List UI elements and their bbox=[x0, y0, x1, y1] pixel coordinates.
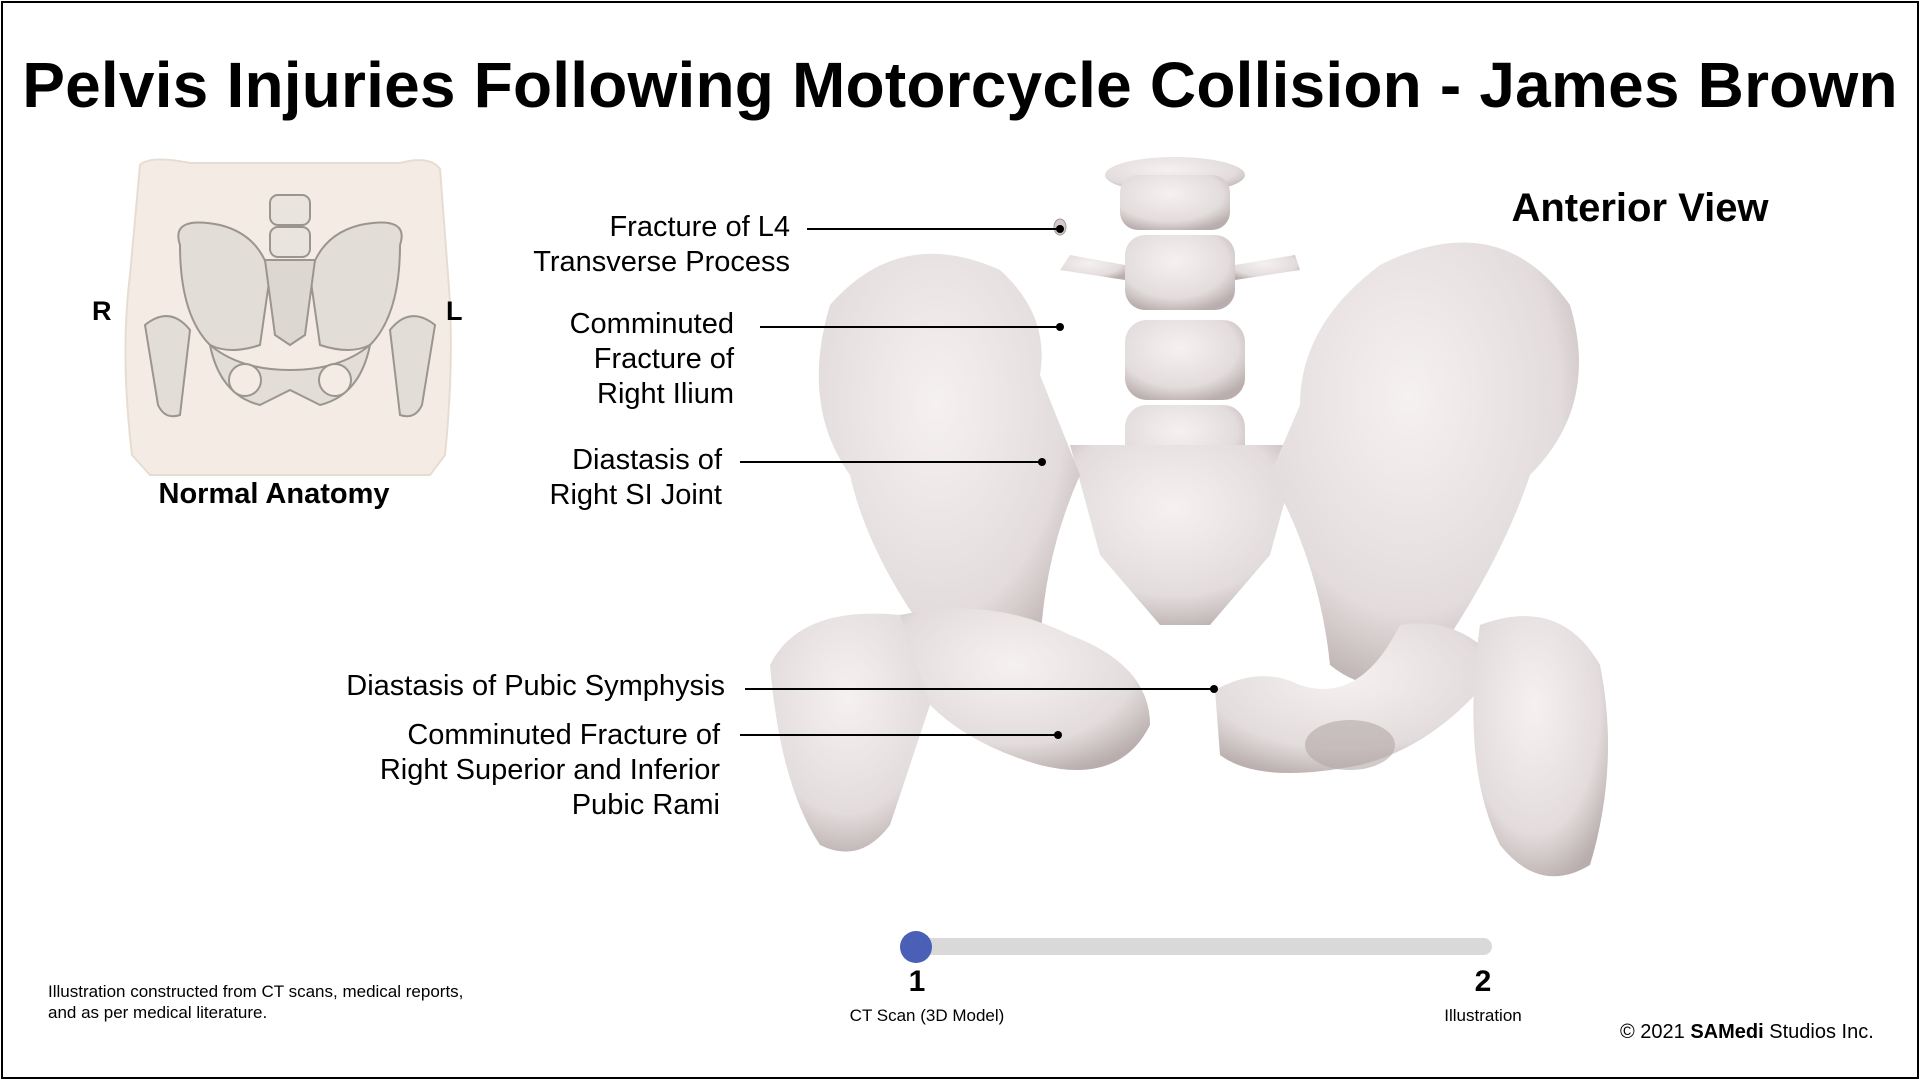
right-acetabulum-femur bbox=[770, 613, 940, 852]
slider-step-1-number[interactable]: 1 bbox=[908, 965, 926, 998]
lumbar-vertebra bbox=[269, 194, 311, 226]
l4-transverse-process bbox=[1235, 255, 1300, 280]
right-ilium bbox=[818, 253, 1080, 686]
callout-line: Pubic Rami bbox=[571, 789, 720, 821]
normal-anatomy-caption: Normal Anatomy bbox=[158, 478, 390, 510]
page-title: Pelvis Injuries Following Motorcycle Col… bbox=[22, 49, 1898, 121]
callout-l4-transverse-process: Fracture of L4 Transverse Process bbox=[470, 210, 790, 280]
copyright-prefix: © 2021 bbox=[1620, 1021, 1691, 1043]
callout-right-si-joint: Diastasis of Right SI Joint bbox=[470, 443, 722, 513]
normal-anatomy-illustration bbox=[124, 158, 452, 476]
l4-transverse-process bbox=[1060, 255, 1125, 280]
left-pubic-rami bbox=[1215, 623, 1500, 773]
right-side-label: R bbox=[92, 296, 112, 326]
femur-right bbox=[143, 315, 192, 418]
iliac-wing-left bbox=[308, 221, 403, 351]
view-slider-track[interactable] bbox=[900, 938, 1492, 955]
callout-line: Fracture of bbox=[593, 343, 734, 375]
slider-step-2-number[interactable]: 2 bbox=[1474, 965, 1492, 998]
callout-line: Right Ilium bbox=[597, 378, 734, 410]
copyright-suffix: Studios Inc. bbox=[1763, 1021, 1874, 1043]
obturator-foramen bbox=[318, 363, 352, 397]
callout-right-ilium: Comminuted Fracture of Right Ilium bbox=[470, 307, 734, 412]
l4-fracture-fragment bbox=[1053, 218, 1067, 236]
callout-pubic-symphysis: Diastasis of Pubic Symphysis bbox=[300, 669, 725, 704]
callout-line: Right SI Joint bbox=[549, 479, 722, 511]
iliac-wing-right bbox=[177, 221, 272, 351]
slider-step-2-caption[interactable]: Illustration bbox=[1444, 1006, 1522, 1025]
slider-step-1-caption[interactable]: CT Scan (3D Model) bbox=[849, 1006, 1005, 1025]
callout-line: Transverse Process bbox=[533, 246, 790, 278]
view-label: Anterior View bbox=[1511, 186, 1769, 230]
right-pubic-rami bbox=[900, 608, 1150, 770]
view-slider-handle[interactable] bbox=[900, 931, 932, 963]
sacrum bbox=[1070, 445, 1300, 625]
callout-line: Right Superior and Inferior bbox=[379, 754, 720, 786]
callout-line: Diastasis of bbox=[572, 444, 722, 476]
callout-pubic-rami: Comminuted Fracture of Right Superior an… bbox=[340, 718, 720, 823]
sacrum bbox=[263, 259, 317, 347]
obturator-foramen bbox=[228, 363, 262, 397]
callout-line: Comminuted Fracture of bbox=[407, 719, 720, 751]
callout-line: Fracture of L4 bbox=[609, 211, 790, 243]
left-ilium bbox=[1270, 242, 1579, 685]
left-side-label: L bbox=[446, 296, 463, 326]
copyright-brand: SAMedi bbox=[1690, 1021, 1764, 1043]
callout-line: Diastasis of Pubic Symphysis bbox=[346, 670, 725, 702]
lumbar-vertebra bbox=[269, 226, 311, 258]
source-footnote: Illustration constructed from CT scans, … bbox=[48, 982, 464, 1022]
pelvis-3d-model bbox=[770, 157, 1608, 877]
copyright-notice: © 2021 SAMedi Studios Inc. bbox=[1620, 1021, 1874, 1044]
vertebra-l4-body bbox=[1125, 235, 1235, 310]
vertebra-l5-body bbox=[1125, 320, 1245, 400]
callout-line: Comminuted bbox=[569, 308, 734, 340]
left-acetabulum-femur bbox=[1473, 616, 1608, 877]
vertebra-l3-body bbox=[1120, 175, 1230, 230]
obturator-foramen-left bbox=[1305, 720, 1395, 770]
femur-left bbox=[388, 315, 437, 418]
